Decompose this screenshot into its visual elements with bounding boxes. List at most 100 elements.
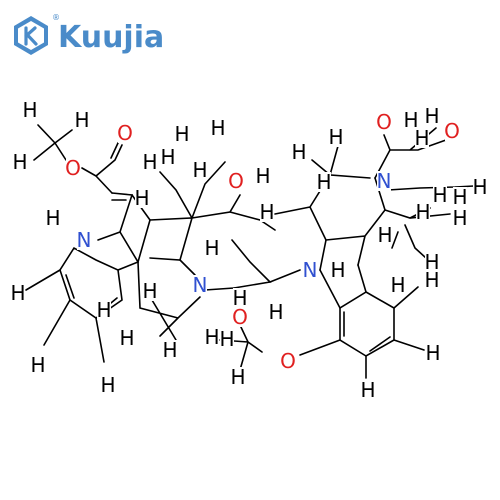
atom-label-n: N — [193, 273, 208, 297]
atom-label-h: H — [204, 236, 219, 260]
atom-label-h: H — [452, 185, 467, 209]
atom-label-h: H — [452, 206, 467, 230]
atom-label-h: H — [96, 298, 111, 322]
atom-label-background — [425, 252, 439, 272]
atom-label-background — [135, 188, 149, 208]
atom-label-background — [101, 375, 115, 395]
atom-label-background — [317, 172, 331, 192]
atom-label-background — [205, 327, 219, 347]
atom-label-h: H — [291, 140, 306, 164]
atom-label-background — [120, 328, 134, 348]
kuujia-logo: Kuujia ® — [14, 13, 164, 55]
atom-label-h: H — [415, 200, 430, 224]
atom-label-h: H — [377, 223, 392, 247]
atom-label-n: N — [377, 169, 392, 193]
atom-label-h: H — [328, 125, 343, 149]
atom-label-h: H — [160, 145, 175, 169]
atom-label-h: H — [22, 98, 37, 122]
atom-label-background — [66, 158, 80, 178]
atom-label-background — [205, 238, 219, 258]
atom-label-background — [118, 123, 132, 143]
atom-label-h: H — [219, 327, 234, 351]
atom-label-background — [211, 118, 225, 138]
atom-label-background — [143, 152, 157, 172]
atom-label-background — [143, 281, 157, 301]
atom-label-background — [260, 202, 274, 222]
atom-label-h: H — [134, 186, 149, 210]
atom-label-background — [303, 260, 317, 280]
atom-label-h: H — [268, 300, 283, 324]
atom-label-o: O — [444, 119, 460, 143]
atom-label-h: H — [232, 286, 247, 310]
atom-label-background — [269, 302, 283, 322]
atom-label-h: H — [414, 126, 429, 150]
atom-label-h: H — [210, 116, 225, 140]
atom-label-h: H — [330, 258, 345, 282]
atom-label-o: O — [232, 305, 248, 329]
atom-label-h: H — [360, 378, 375, 402]
atom-label-background — [425, 106, 439, 126]
atom-label-background — [75, 110, 89, 130]
atom-label-background — [416, 202, 430, 222]
atom-label-background — [445, 121, 459, 141]
atom-label-h: H — [204, 325, 219, 349]
atom-label-h: H — [12, 150, 27, 174]
atom-label-background — [281, 351, 295, 371]
atom-label-background — [453, 208, 467, 228]
atom-label-h: H — [30, 353, 45, 377]
atom-label-h: H — [74, 108, 89, 132]
logo-wordmark: Kuujia — [58, 20, 164, 55]
atom-label-o: O — [117, 121, 133, 145]
atom-label-o: O — [228, 169, 244, 193]
atom-label-background — [23, 100, 37, 120]
atom-label-background — [473, 177, 487, 197]
atom-label-background — [329, 127, 343, 147]
atom-label-background — [425, 270, 439, 290]
atom-label-h: H — [230, 365, 245, 389]
atom-label-background — [97, 300, 111, 320]
atom-label-h: H — [142, 279, 157, 303]
atom-label-h: H — [424, 268, 439, 292]
atom-label-h: H — [119, 326, 134, 350]
atom-label-background — [229, 171, 243, 191]
atom-label-background — [404, 110, 418, 130]
atom-label-h: H — [424, 250, 439, 274]
atom-label-background — [77, 230, 91, 250]
atom-label-background — [163, 340, 177, 360]
atom-label-h: H — [403, 108, 418, 132]
atom-label-h: H — [425, 341, 440, 365]
atom-label-h: H — [162, 338, 177, 362]
atom-label-background — [161, 147, 175, 167]
atom-label-h: H — [142, 150, 157, 174]
atom-label-background — [31, 355, 45, 375]
atom-label-background — [453, 187, 467, 207]
atom-label-o: O — [280, 349, 296, 373]
atom-label-background — [391, 275, 405, 295]
atom-label-h: H — [174, 122, 189, 146]
atom-label-background — [292, 142, 306, 162]
atom-label-background — [233, 307, 247, 327]
atom-label-background — [193, 160, 207, 180]
atom-label-h: H — [45, 206, 60, 230]
atom-label-background — [377, 112, 391, 132]
atom-label-background — [361, 380, 375, 400]
atom-label-background — [377, 171, 391, 191]
atom-label-h: H — [432, 183, 447, 207]
atom-label-background — [415, 128, 429, 148]
atom-label-h: H — [259, 200, 274, 224]
bond-skeleton — [25, 124, 475, 379]
atom-label-background — [220, 329, 234, 349]
atom-label-background — [256, 166, 270, 186]
logo-registered-mark: ® — [52, 13, 60, 22]
atom-label-h: H — [472, 175, 487, 199]
atom-label-background — [331, 260, 345, 280]
atom-label-background — [193, 275, 207, 295]
atom-label-background — [175, 124, 189, 144]
atom-label-h: H — [390, 273, 405, 297]
atom-label-h: H — [316, 170, 331, 194]
atom-label-o: O — [376, 110, 392, 134]
atom-label-h: H — [255, 164, 270, 188]
atom-label-h: H — [100, 373, 115, 397]
